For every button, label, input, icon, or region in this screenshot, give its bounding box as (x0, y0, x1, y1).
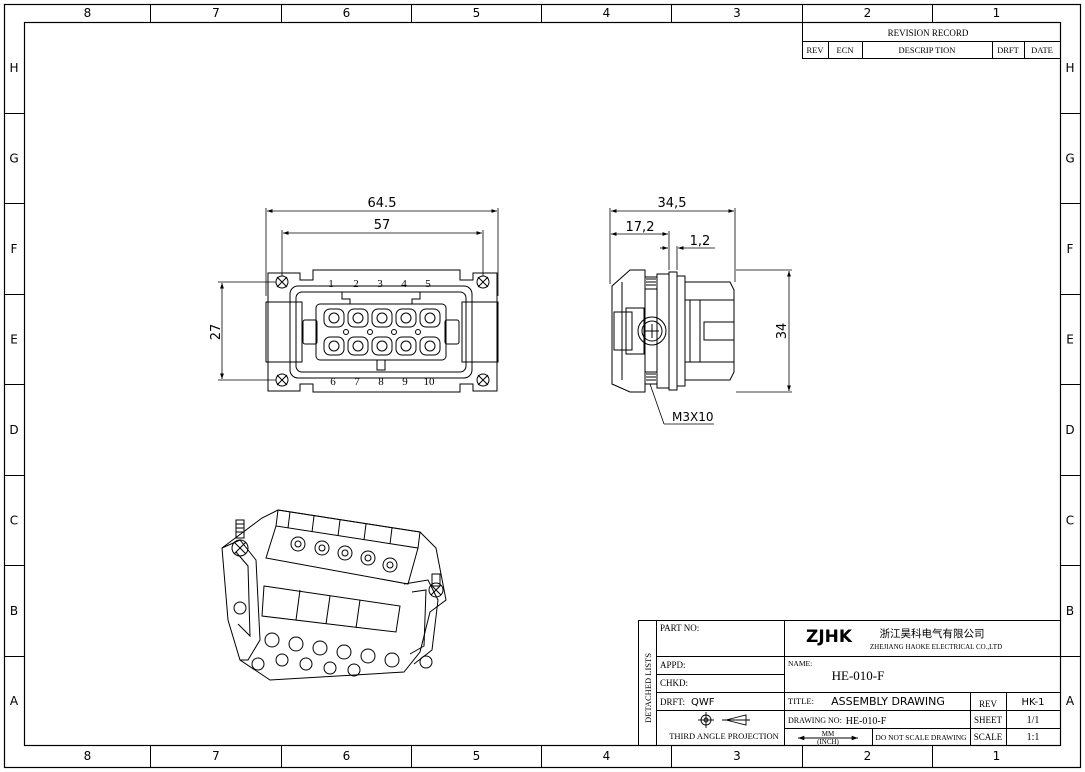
pin-numbers-bottom: 6 7 8 9 10 (330, 376, 435, 388)
pin-number: 10 (424, 376, 436, 388)
zone-label: H (9, 61, 18, 75)
zone-label: F (11, 242, 18, 256)
zone-label: A (1066, 694, 1075, 708)
pin-number: 1 (328, 278, 334, 290)
outer-border (3, 3, 1082, 769)
appd-label: APPD: (660, 660, 686, 670)
dim-front-height: 27 (209, 324, 224, 341)
drawing-no-value: HE-010-F (846, 716, 887, 727)
dim-partial-depth: 17,2 (626, 220, 655, 235)
dim-side-height: 34 (775, 323, 790, 340)
zone-label: 8 (84, 749, 92, 763)
revision-header-ecn: ECN (837, 45, 854, 55)
side-dimensions (609, 208, 792, 425)
screw-callout: M3X10 (672, 410, 713, 424)
name-value: HE-010-F (832, 668, 885, 683)
zone-label: 7 (212, 6, 220, 20)
zone-ticks (4, 4, 1081, 768)
drft-label: DRFT: (660, 697, 685, 707)
pin-number: 2 (353, 278, 359, 290)
dim-hole-spacing: 57 (374, 218, 391, 233)
projection-symbol-icon (698, 712, 750, 728)
title-value: ASSEMBLY DRAWING (831, 695, 945, 708)
rev-value: HK-1 (1022, 697, 1045, 708)
dim-overall-depth: 34,5 (658, 196, 687, 211)
revision-header-rev: REV (807, 45, 825, 55)
zone-label: E (1066, 333, 1074, 347)
do-not-scale-label: DO NOT SCALE DRAWING (875, 733, 967, 742)
title-label: TITLE: (788, 696, 814, 706)
zone-label: 5 (473, 749, 481, 763)
zone-label: 3 (733, 749, 741, 763)
dim-step: 1,2 (690, 234, 711, 249)
pin-number: 5 (425, 278, 431, 290)
pin-number: 9 (402, 376, 408, 388)
part-no-label: PART NO: (660, 623, 699, 633)
pin-numbers-top: 1 2 3 4 5 (328, 278, 431, 290)
projection-label: THIRD ANGLE PROJECTION (669, 731, 779, 741)
pin-number: 6 (330, 376, 336, 388)
company-logo: ZJHK (806, 627, 853, 647)
scale-value: 1:1 (1027, 732, 1040, 743)
zone-label: 2 (864, 6, 872, 20)
revision-header-date: DATE (1031, 45, 1053, 55)
pin-number: 8 (378, 376, 384, 388)
units-mm: MM (822, 730, 835, 738)
revision-header-drft: DRFT (997, 45, 1020, 55)
zone-label: 3 (733, 6, 741, 20)
company-name-cn: 浙江昊科电气有限公司 (880, 627, 985, 640)
zone-label: 8 (84, 6, 92, 20)
sheet-label: SHEET (974, 715, 1003, 725)
zone-label: 4 (603, 6, 611, 20)
drawing-no-label: DRAWING NO: (788, 716, 842, 725)
zone-label: D (9, 423, 18, 437)
revision-header-description: DESCRIP TION (899, 45, 956, 55)
isometric-view (221, 509, 447, 681)
side-view (611, 269, 735, 393)
zone-label: 1 (993, 6, 1001, 20)
zone-label: G (9, 152, 18, 166)
pin-number: 3 (377, 278, 383, 290)
zone-label: C (1066, 514, 1074, 528)
zone-label: 6 (343, 749, 351, 763)
zone-label: F (1067, 242, 1074, 256)
zone-label: E (10, 333, 18, 347)
name-label: NAME: (788, 659, 812, 668)
dim-overall-width: 64.5 (368, 196, 397, 211)
revision-record (802, 22, 1061, 59)
rev-label: REV (979, 699, 998, 709)
revision-title: REVISION RECORD (888, 28, 969, 38)
title-block-lines (638, 620, 1061, 746)
zone-label: 1 (993, 749, 1001, 763)
zone-label: D (1065, 423, 1074, 437)
zone-label: 4 (603, 749, 611, 763)
pin-number: 7 (354, 376, 360, 388)
chkd-label: CHKD: (660, 678, 688, 688)
front-dimensions (218, 208, 499, 381)
sheet-value: 1/1 (1027, 715, 1040, 726)
zone-label: 6 (343, 6, 351, 20)
zone-label: B (10, 604, 18, 618)
zone-label: 5 (473, 6, 481, 20)
zone-label: 2 (864, 749, 872, 763)
zone-label: 7 (212, 749, 220, 763)
scale-label: SCALE (974, 732, 1003, 742)
zone-label: G (1065, 152, 1074, 166)
detached-lists-label: DETACHED LISTS (643, 653, 653, 723)
pin-number: 4 (401, 278, 407, 290)
zone-label: C (10, 514, 18, 528)
drft-value: QWF (691, 697, 715, 708)
units-inch: (INCH) (817, 738, 839, 746)
zone-label: A (10, 694, 19, 708)
company-name-en: ZHEJIANG HAOKE ELECTRICAL CO.,LTD (870, 643, 1002, 651)
zone-label: B (1066, 604, 1074, 618)
zone-label: H (1065, 61, 1074, 75)
